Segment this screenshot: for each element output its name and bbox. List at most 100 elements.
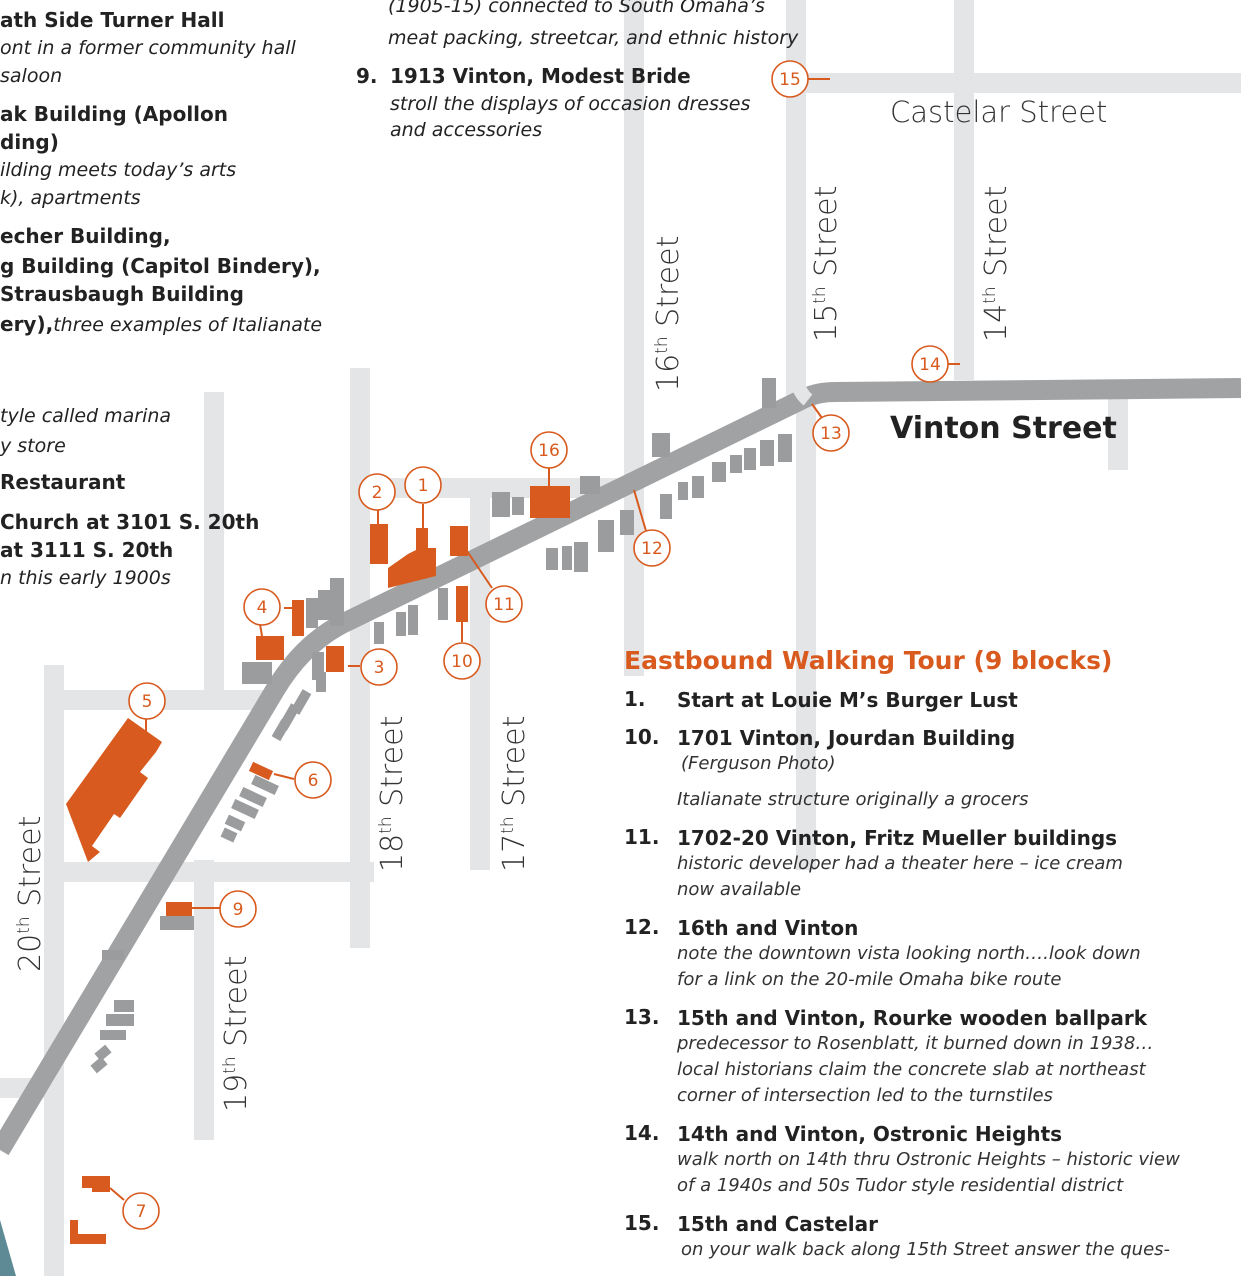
tour-item-number: 11.	[624, 825, 660, 849]
marker-16: 16	[530, 431, 568, 469]
street-15th-south	[796, 400, 816, 870]
markers: 1 2 3 4 5 6 7 9 10 11 12 13 14 15 16	[122, 60, 949, 1230]
svg-text:2: 2	[372, 483, 383, 503]
left-heading-turner-hall: ath Side Turner Hall	[0, 8, 225, 32]
svg-text:5: 5	[142, 692, 153, 712]
left-desc-line: y store	[0, 435, 66, 457]
tour-item: 15. 15th and Castelar on your walk back …	[624, 1211, 1224, 1263]
tour-item: 1. Start at Louie M’s Burger Lust	[624, 687, 1224, 713]
tour-item-title: 16th and Vinton	[677, 916, 859, 940]
tour-item-desc: local historians claim the concrete slab…	[677, 1059, 1146, 1080]
street-19th-upper	[204, 392, 224, 692]
tour-item-number: 10.	[624, 725, 660, 749]
svg-text:11: 11	[493, 595, 515, 615]
bldg-16	[530, 486, 570, 518]
tour-item-title: Start at Louie M’s Burger Lust	[677, 688, 1018, 712]
tour-item-desc: for a link on the 20-mile Omaha bike rou…	[677, 969, 1062, 990]
marker-1: 1	[404, 466, 442, 504]
marker-13: 13	[812, 414, 850, 452]
bldg-1	[388, 528, 436, 588]
left-heading-church-cont: at 3111 S. 20th	[0, 538, 174, 562]
vinton-road	[0, 378, 1241, 1156]
walking-tour-panel: Eastbound Walking Tour (9 blocks) 1. Sta…	[624, 646, 1224, 1275]
svg-text:12: 12	[641, 539, 663, 559]
bldg-7d	[70, 1220, 78, 1240]
buildings	[90, 378, 792, 1074]
tour-item-title: 1702-20 Vinton, Fritz Mueller buildings	[677, 826, 1118, 850]
left-heading-church: Church at 3101 S. 20th	[0, 510, 260, 534]
featured-buildings	[66, 486, 570, 1244]
tour-item-desc: predecessor to Rosenblatt, it burned dow…	[677, 1033, 1154, 1054]
marker-3: 3	[360, 648, 398, 686]
left-desc-line: tyle called marina	[0, 405, 172, 427]
tour-item-desc: now available	[677, 879, 802, 900]
left-heading-buildings-cont: Strausbaugh Building	[0, 282, 244, 306]
top-item-9-desc: and accessories	[390, 119, 543, 141]
street-labels: Castelar Street Vinton Street 16th Stree…	[13, 95, 1117, 1112]
svg-text:4: 4	[257, 598, 268, 618]
bldg-4a	[292, 600, 304, 636]
left-heading-restaurant: Restaurant	[0, 470, 126, 494]
tour-item-number: 15.	[624, 1211, 660, 1235]
street-14th	[954, 0, 974, 380]
svg-text:3: 3	[374, 658, 385, 678]
marker-10: 10	[443, 642, 481, 680]
bldg-6	[248, 761, 274, 781]
svg-text:16: 16	[538, 441, 560, 461]
tour-item-title: 14th and Vinton, Ostronic Heights	[677, 1122, 1063, 1146]
bldg-7b	[92, 1184, 110, 1192]
top-item-9-title: 1913 Vinton, Modest Bride	[390, 64, 691, 88]
bldg-5	[66, 718, 162, 862]
marker-4: 4	[243, 588, 281, 626]
marker-5: 5	[128, 682, 166, 720]
tour-item-desc: corner of intersection led to the turnst…	[677, 1085, 1053, 1106]
left-desc-line: n this early 1900s	[0, 567, 171, 589]
street-cross-low	[64, 862, 374, 882]
tour-item-number: 14.	[624, 1121, 660, 1145]
marker-6: 6	[294, 761, 332, 799]
left-desc-line: ont in a former community hall	[0, 37, 296, 59]
bldg-9	[166, 902, 192, 916]
street-label-16th: 16th Street	[651, 236, 686, 392]
tour-item-desc: on your walk back along 15th Street answ…	[681, 1239, 1171, 1260]
left-heading-apollon: ak Building (Apollon	[0, 102, 229, 126]
left-heading-apollon-cont: ding)	[0, 130, 59, 154]
tour-item-desc: of a 1940s and 50s Tudor style residenti…	[677, 1175, 1124, 1196]
street-label-18th: 18th Street	[375, 716, 410, 872]
tour-item-title: 1701 Vinton, Jourdan Building	[677, 726, 1016, 750]
tour-item: 12. 16th and Vinton note the downtown vi…	[624, 915, 1224, 993]
left-desc-line: saloon	[0, 65, 63, 87]
tour-item-title: 15th and Vinton, Rourke wooden ballpark	[677, 1006, 1147, 1030]
left-desc-line: ilding meets today’s arts	[0, 159, 237, 181]
svg-text:1: 1	[418, 476, 429, 496]
tour-item-number: 13.	[624, 1005, 660, 1029]
street-label-14th: 14th Street	[979, 186, 1014, 342]
street-label-17th: 17th Street	[497, 716, 532, 872]
street-15th	[786, 0, 806, 400]
svg-text:10: 10	[451, 652, 473, 672]
street-19th	[194, 860, 214, 1140]
tour-item-desc: walk north on 14th thru Ostronic Heights…	[677, 1149, 1180, 1170]
tour-item: 13. 15th and Vinton, Rourke wooden ballp…	[624, 1005, 1224, 1109]
tour-item-title: 15th and Castelar	[677, 1212, 879, 1236]
top-desc-line: (1905-15) connected to South Omaha’s	[388, 0, 765, 17]
svg-text:14: 14	[919, 355, 941, 375]
marker-2: 2	[358, 473, 396, 511]
top-item-9-num: 9.	[356, 64, 378, 88]
street-castelar	[790, 73, 1241, 93]
tour-item: 11. 1702-20 Vinton, Fritz Mueller buildi…	[624, 825, 1224, 903]
top-desc-line: meat packing, streetcar, and ethnic hist…	[388, 27, 799, 49]
left-heading-buildings-cont: g Building (Capitol Bindery),	[0, 254, 321, 278]
svg-text:15: 15	[779, 70, 801, 90]
tour-item-desc: note the downtown vista looking north….l…	[677, 943, 1141, 964]
bldg-11	[450, 526, 468, 556]
street-vinton-east-end	[1108, 395, 1128, 470]
bldg-4b	[256, 636, 284, 660]
bldg-7c	[70, 1234, 106, 1244]
marker-9: 9	[219, 890, 257, 928]
street-label-vinton: Vinton Street	[890, 411, 1117, 446]
street-label-castelar: Castelar Street	[890, 95, 1107, 129]
bldg-3	[326, 646, 344, 672]
